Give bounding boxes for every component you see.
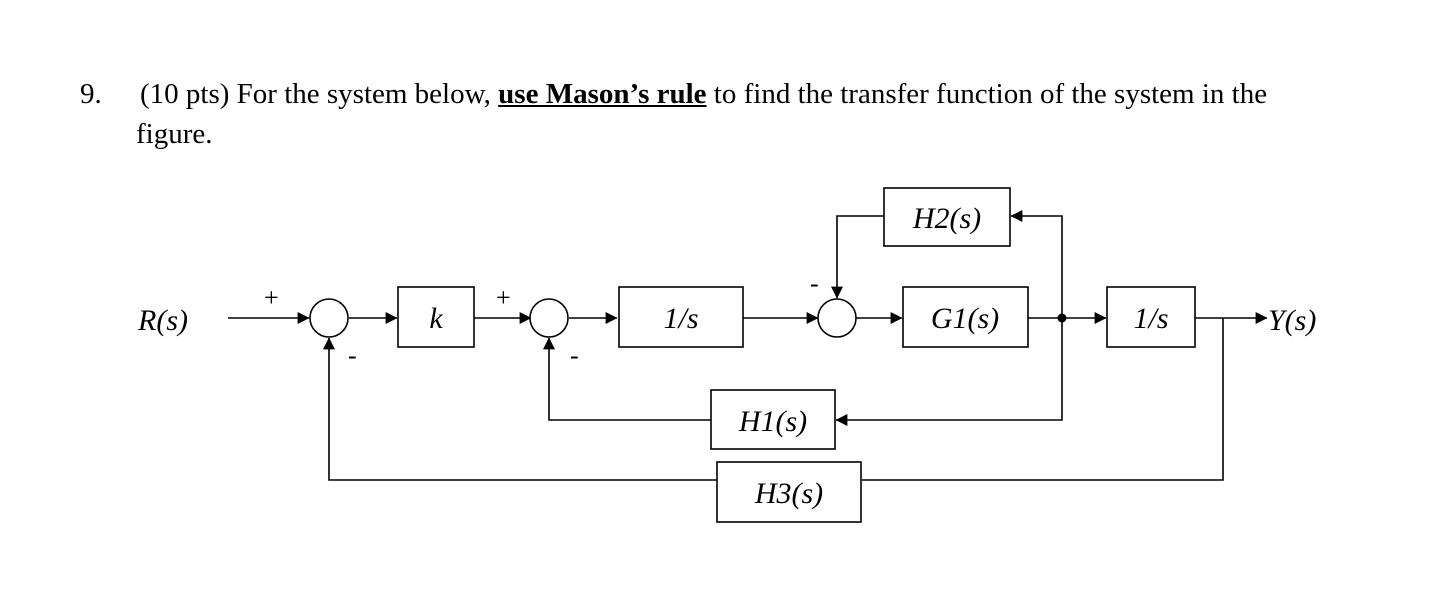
block-h3: H3(s) — [716, 461, 862, 523]
summing-junction-2 — [529, 298, 569, 338]
block-h2-label: H2(s) — [912, 202, 981, 235]
output-label: Y(s) — [1268, 304, 1316, 337]
block-h1: H1(s) — [710, 389, 836, 450]
summing-junction-3 — [817, 298, 857, 338]
block-k-label: k — [429, 302, 443, 335]
block-h2: H2(s) — [883, 187, 1011, 247]
question-line2: figure. — [136, 118, 213, 150]
question-text: (10 pts) For the system below, use Mason… — [140, 76, 1410, 112]
wire-output-to-h3 — [862, 318, 1224, 481]
wire-branch-to-h2 — [1010, 210, 1063, 318]
block-g1-label: G1(s) — [931, 302, 999, 335]
sum2-plus-sign: + — [496, 283, 511, 312]
sum3-minus-sign: - — [810, 269, 819, 298]
wire-h2-to-sum3 — [831, 215, 884, 299]
question-number: 9. — [80, 78, 102, 110]
block-k: k — [397, 286, 475, 348]
block-g1: G1(s) — [902, 286, 1029, 348]
wire-h1-to-sum2 — [543, 337, 711, 421]
sum2-minus-sign: - — [570, 341, 579, 370]
wire-branch-to-h1 — [835, 318, 1063, 426]
question-points: (10 pts) For the system below, — [140, 78, 491, 110]
block-h3-label: H3(s) — [754, 477, 823, 510]
block-integrator-1: 1/s — [618, 286, 744, 348]
summing-junction-1 — [309, 298, 349, 338]
sum1-minus-sign: - — [348, 341, 357, 370]
input-label: R(s) — [137, 304, 188, 337]
block-h1-label: H1(s) — [738, 405, 807, 438]
sum1-plus-sign: + — [264, 283, 279, 312]
wire-h3-to-sum1 — [323, 337, 717, 481]
question-emphasis: use Mason’s rule — [498, 78, 707, 110]
question-rest: to find the transfer function of the sys… — [713, 78, 1268, 110]
block-integrator-1-label: 1/s — [663, 302, 698, 335]
block-integrator-2-label: 1/s — [1133, 302, 1168, 335]
feedback-paths — [323, 210, 1224, 481]
block-integrator-2: 1/s — [1106, 286, 1196, 348]
